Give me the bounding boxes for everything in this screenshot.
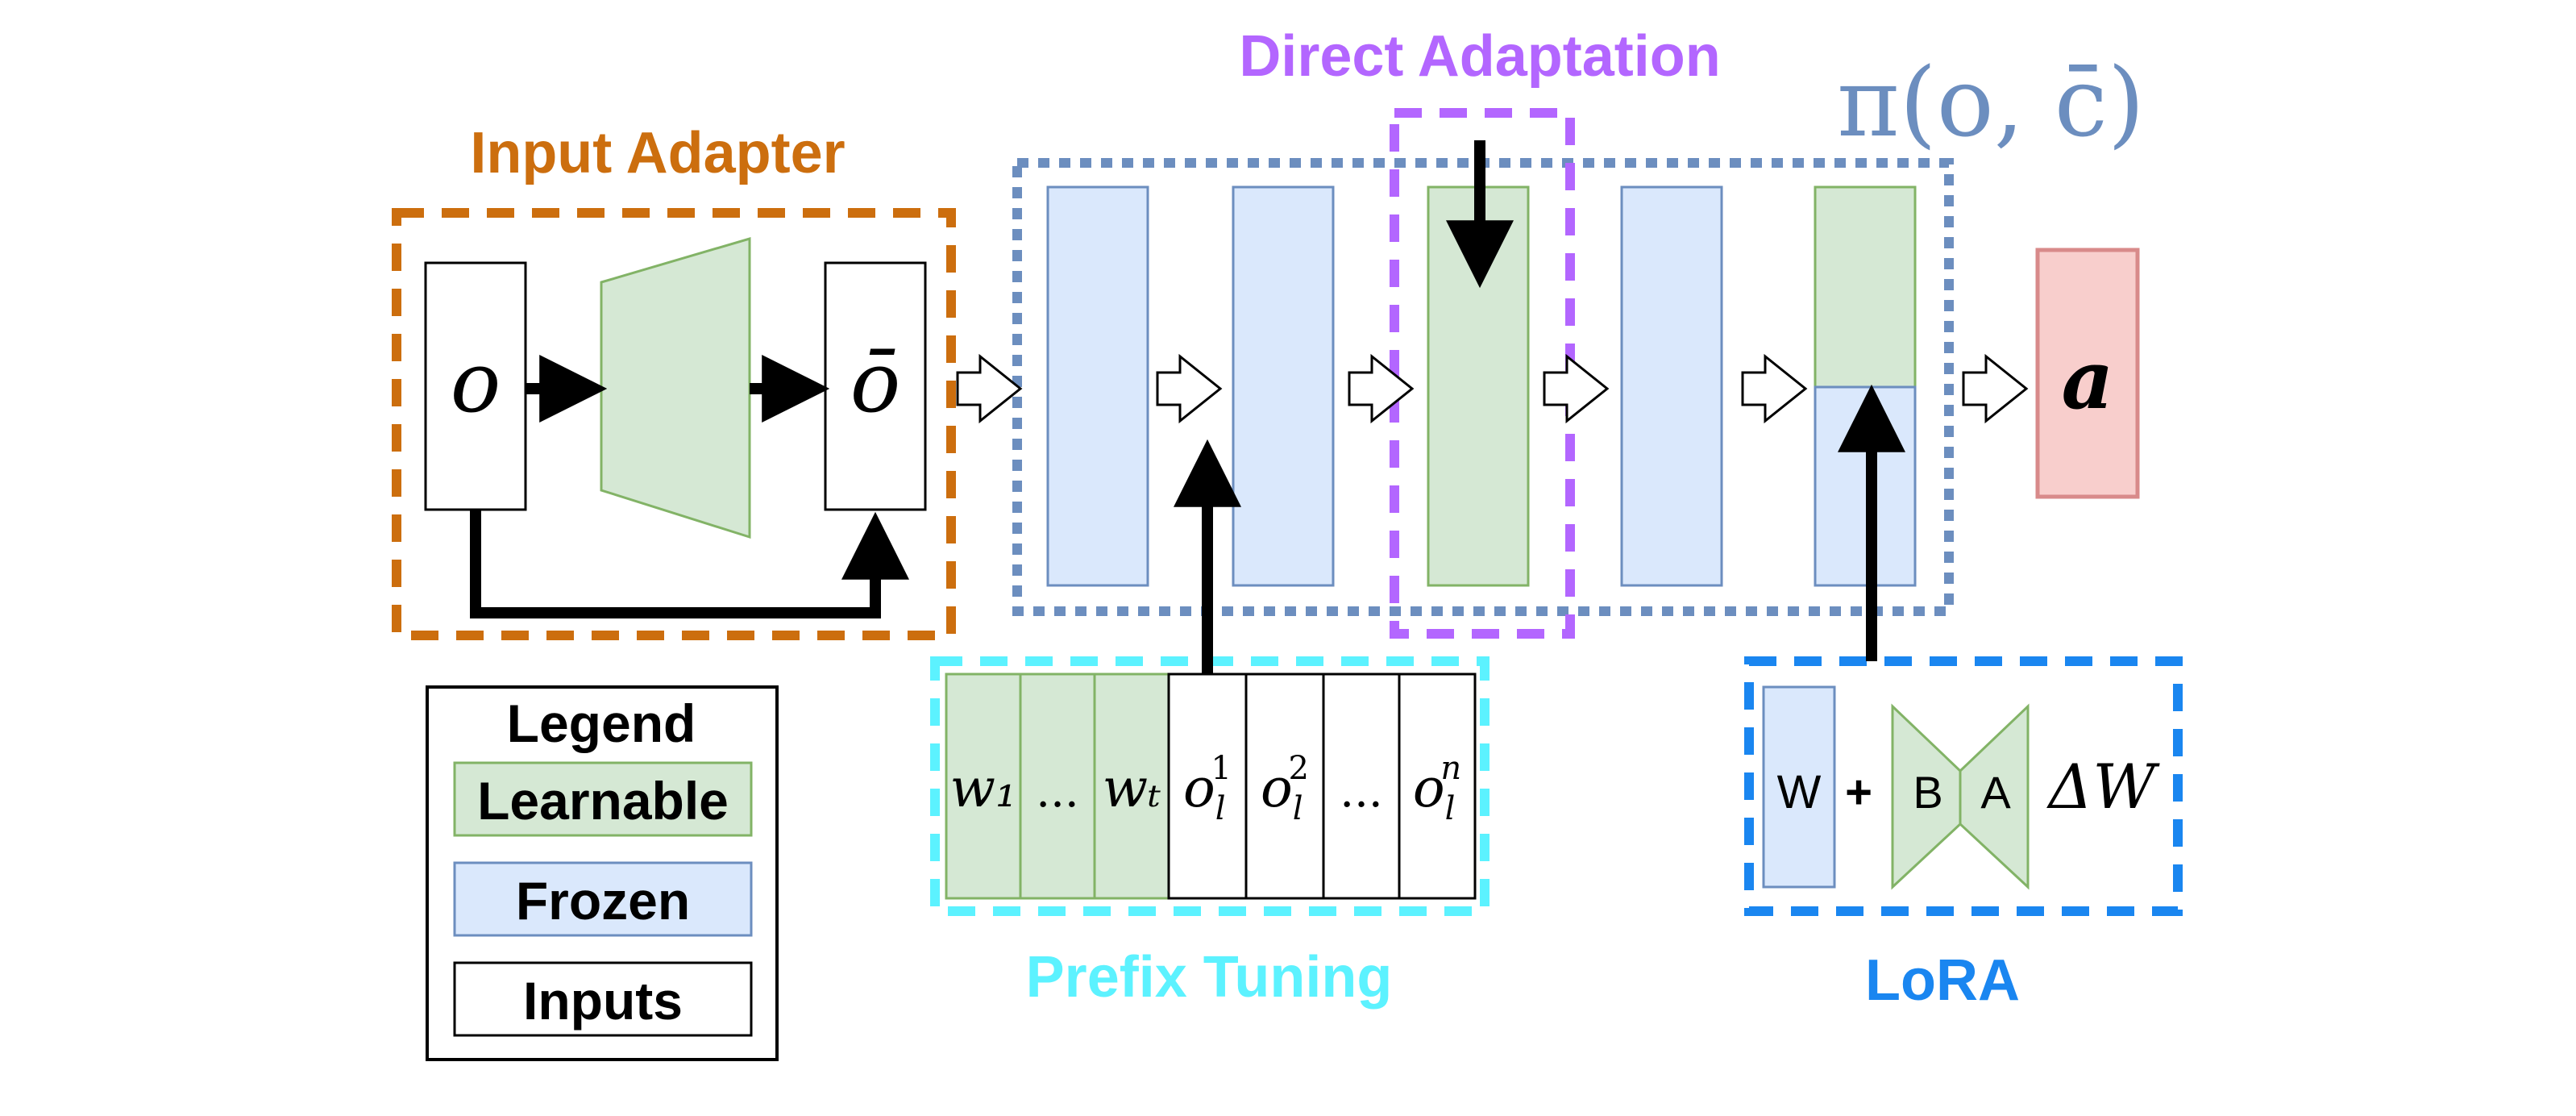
obs-input-symbol: o xyxy=(451,333,501,431)
prefix-o1-sup: 1 xyxy=(1211,750,1232,787)
action-output-symbol: a xyxy=(2062,332,2114,427)
obs-adapted-box xyxy=(824,261,927,511)
lora-plus-text: + xyxy=(1845,766,1872,818)
prefix-on-base: o xyxy=(1413,757,1445,819)
lora-weight-box xyxy=(1762,685,1836,889)
legend-learnable-text: Learnable xyxy=(477,771,729,831)
obs-input-box xyxy=(424,261,527,511)
legend-frozen-text: Frozen xyxy=(516,871,690,931)
prefix-o1-base: o xyxy=(1183,757,1215,819)
input-adapter-label: Input Adapter xyxy=(470,121,845,185)
frozen-layer-4 xyxy=(1620,185,1723,587)
flow-arrow-4 xyxy=(1543,353,1610,424)
encoder-trapezoid xyxy=(600,236,751,539)
legend-title: Legend xyxy=(507,693,696,753)
prefix-token-dots-inputs xyxy=(1322,673,1401,900)
flow-arrow-2 xyxy=(1156,353,1223,424)
lora-layer-frozen-part xyxy=(1814,385,1917,587)
flow-arrow-1 xyxy=(956,353,1023,424)
direct-adaptation-label: Direct Adaptation xyxy=(1239,24,1720,89)
frozen-layer-2 xyxy=(1232,185,1335,587)
prefix-on-sub: l xyxy=(1445,790,1456,827)
frozen-layer-1 xyxy=(1046,185,1149,587)
prefix-o2-sup: 2 xyxy=(1289,750,1309,787)
prefix-o2-base: o xyxy=(1261,757,1293,819)
lora-label: LoRA xyxy=(1865,948,2020,1013)
prefix-text-wt: wₜ xyxy=(1103,757,1161,819)
prefix-o1-sub: l xyxy=(1215,790,1226,827)
prefix-text-o1: ol1 xyxy=(1183,750,1232,827)
legend-frozen-swatch xyxy=(453,861,753,937)
flow-arrow-3 xyxy=(1348,353,1415,424)
prefix-text-w1: w₁ xyxy=(950,757,1017,819)
prefix-token-dots-learnable xyxy=(1019,673,1096,900)
lora-weight-text: W xyxy=(1777,766,1822,818)
flow-arrows xyxy=(956,353,2029,424)
prefix-tuning-label: Prefix Tuning xyxy=(1026,945,1393,1010)
legend-inputs-swatch xyxy=(453,961,753,1037)
action-output-box xyxy=(2035,248,2140,499)
prefix-text-on: oln xyxy=(1413,750,1461,827)
prefix-o2-sub: l xyxy=(1293,790,1303,827)
prefix-token-on xyxy=(1398,673,1477,900)
lora-delta-text: ΔW xyxy=(2046,751,2161,822)
lora-box xyxy=(1744,656,2183,916)
lora-a-text: A xyxy=(1980,767,2011,818)
prefix-text-dots-1: ... xyxy=(1036,765,1078,818)
legend-learnable-swatch xyxy=(453,761,753,837)
prefix-text-o2: ol2 xyxy=(1261,750,1309,827)
input-adapter-box xyxy=(392,208,956,640)
prefix-text-dots-2: ... xyxy=(1340,765,1382,818)
obs-adapted-symbol: ō xyxy=(850,333,901,431)
lora-layer-learnable-part xyxy=(1814,185,1917,389)
lora-b-text: B xyxy=(1913,767,1942,818)
flow-arrow-5 xyxy=(1741,353,1808,424)
policy-label: π(o, c̄) xyxy=(1837,47,2145,158)
skip-connection-arrow xyxy=(470,510,909,618)
legend-inputs-text: Inputs xyxy=(523,971,683,1031)
prefix-on-sup: n xyxy=(1440,750,1461,787)
flow-arrow-6 xyxy=(1962,353,2029,424)
lora-a-shape xyxy=(1959,703,2030,890)
